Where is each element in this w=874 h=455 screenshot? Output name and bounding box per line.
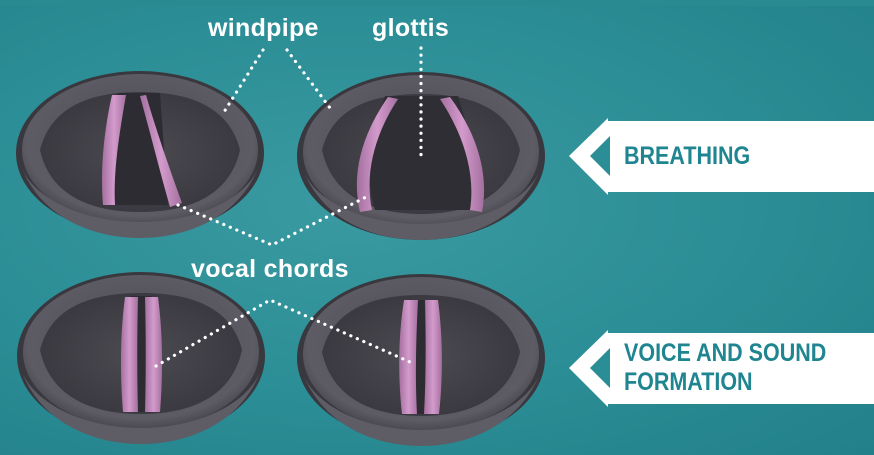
voice-formation-label-line1: VOICE AND SOUND	[624, 339, 826, 368]
larynx-phonation-right	[297, 274, 545, 446]
larynx-breathing-left	[16, 71, 264, 238]
breathing-label: BREATHING	[624, 142, 750, 171]
top-strip	[0, 0, 874, 6]
glottis-label: glottis	[372, 14, 449, 43]
breathing-label-line1: BREATHING	[624, 142, 750, 170]
voice-formation-label: VOICE AND SOUND FORMATION	[624, 339, 826, 397]
windpipe-label: windpipe	[208, 14, 319, 43]
vocal-chords-label: vocal chords	[191, 255, 349, 284]
windpipe-leader-right	[287, 50, 330, 108]
larynx-phonation-left	[17, 272, 265, 444]
voice-formation-label-line2: FORMATION	[624, 368, 826, 397]
